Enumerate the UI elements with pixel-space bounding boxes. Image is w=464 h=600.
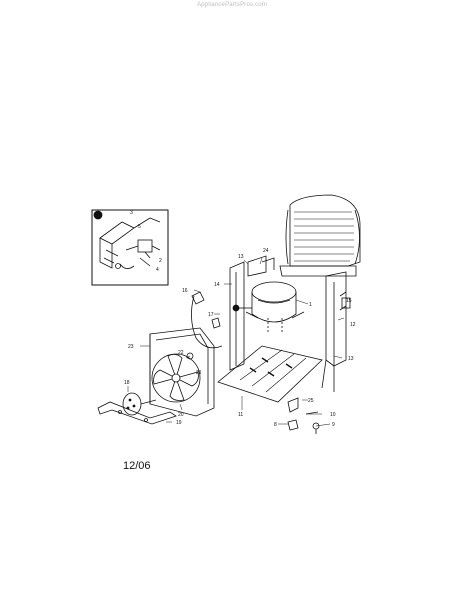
label-24: 24 [263, 248, 269, 254]
label-16: 16 [182, 288, 188, 294]
compressor [232, 281, 305, 332]
watermark: AppliancePartsPros.com [196, 2, 268, 8]
label-13-right: 13 [348, 356, 354, 362]
label-20: 20 [178, 412, 184, 418]
label-8: 8 [274, 422, 277, 428]
label-14: 14 [214, 282, 220, 288]
inset-marker-label: 1 [97, 213, 100, 219]
label-9: 9 [332, 422, 335, 428]
label-2: 2 [159, 258, 162, 264]
label-4: 4 [156, 267, 159, 273]
small-parts [287, 397, 320, 434]
wire-harness [191, 291, 223, 349]
leader-lines [127, 257, 345, 427]
label-17: 17 [208, 312, 214, 318]
label-15: 15 [346, 298, 352, 304]
fan-shroud [149, 327, 215, 417]
side-panel-right [321, 271, 351, 392]
revision-date: 12/06 [123, 460, 151, 472]
label-18: 18 [124, 380, 130, 386]
condenser-coil [279, 194, 361, 277]
label-1: 1 [309, 302, 312, 308]
bracket-upper [247, 255, 275, 277]
label-19: 19 [176, 420, 182, 426]
label-25: 25 [308, 398, 314, 404]
fan-blade [151, 352, 201, 403]
label-12: 12 [350, 322, 356, 328]
label-21: 21 [196, 370, 202, 376]
label-13-upper: 13 [238, 254, 244, 260]
part-labels: 1 3 5 2 4 13 24 14 16 17 1 15 12 13 23 2… [97, 210, 356, 428]
base-plate [217, 345, 323, 403]
inset-box [91, 209, 169, 286]
bracket-left [229, 261, 245, 371]
motor-bracket [97, 401, 177, 425]
label-22: 22 [178, 350, 184, 356]
label-10: 10 [330, 412, 336, 418]
label-11: 11 [238, 412, 243, 418]
label-23: 23 [128, 344, 134, 350]
label-3: 3 [130, 210, 133, 216]
label-5: 5 [138, 224, 141, 230]
fan-motor [122, 392, 157, 416]
